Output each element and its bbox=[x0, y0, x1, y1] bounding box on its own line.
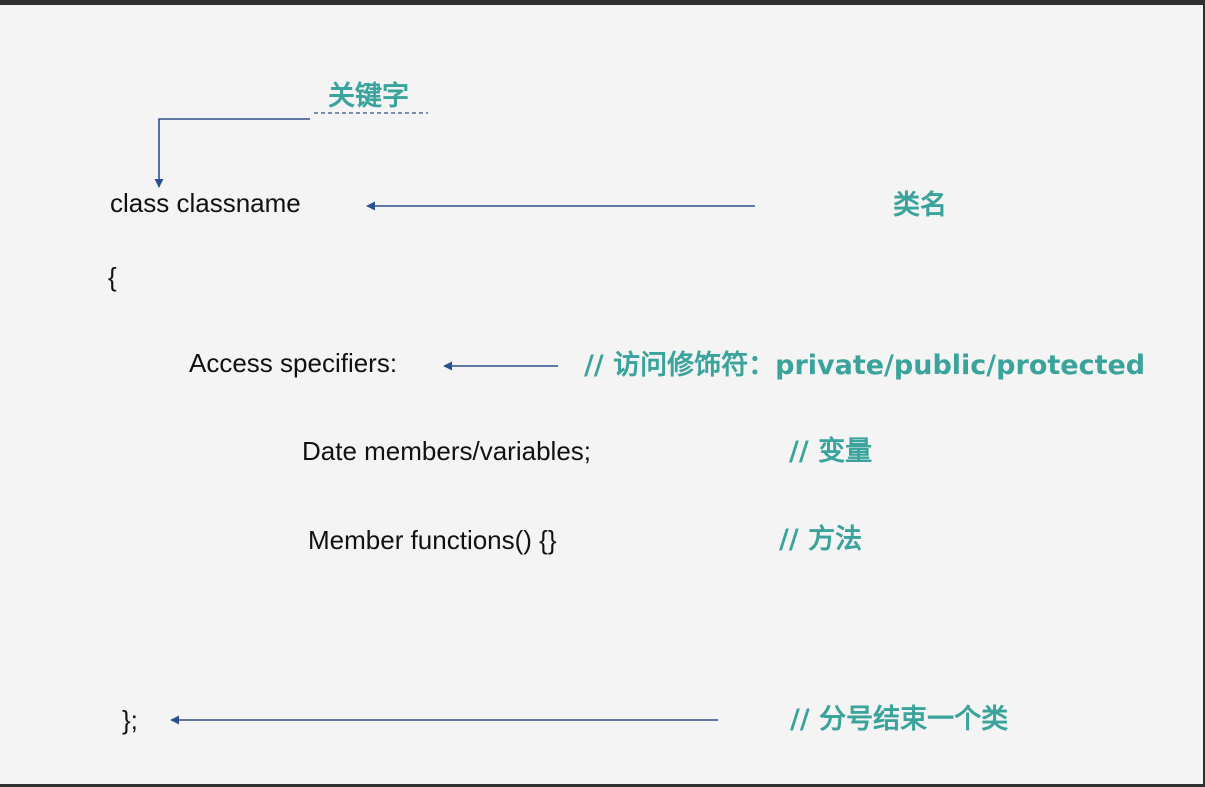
methods-comment: // 方法 bbox=[779, 524, 863, 555]
keyword-arrow bbox=[154, 118, 310, 188]
bottom-border bbox=[0, 784, 1205, 787]
keyword-label: 关键字 bbox=[328, 81, 409, 112]
open-brace: { bbox=[108, 262, 117, 292]
variables-comment: // 变量 bbox=[789, 436, 873, 467]
access-specifiers-line: Access specifiers: bbox=[189, 348, 398, 378]
classname-label: 类名 bbox=[893, 190, 947, 221]
access-comment: // 访问修饰符：private/public/protected bbox=[584, 350, 1146, 381]
class-declaration: class classname bbox=[110, 188, 301, 218]
end-comment: // 分号结束一个类 bbox=[790, 704, 1009, 735]
close-brace: }; bbox=[122, 705, 138, 735]
right-border bbox=[1203, 0, 1205, 787]
data-members-line: Date members/variables; bbox=[302, 436, 591, 466]
top-border bbox=[0, 0, 1205, 5]
member-functions-line: Member functions() {} bbox=[308, 525, 557, 555]
